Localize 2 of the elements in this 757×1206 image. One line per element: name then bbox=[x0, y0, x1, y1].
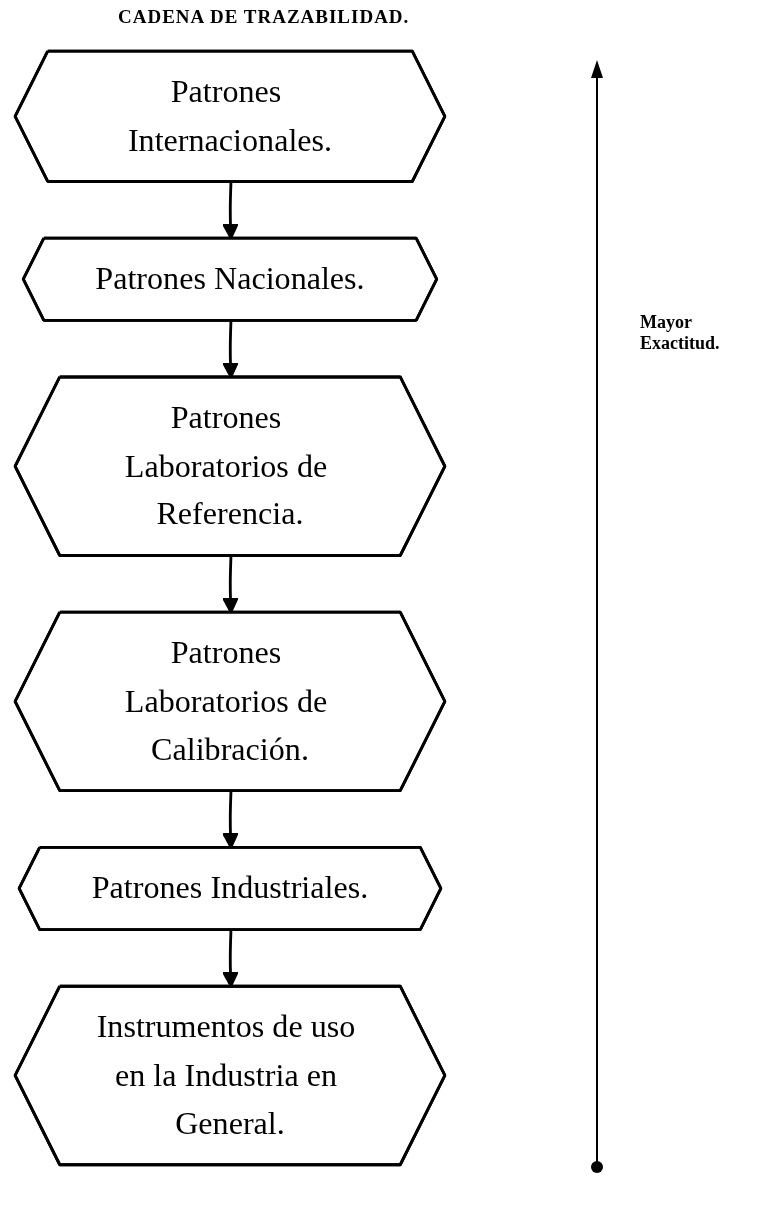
diagram-title: CADENA DE TRAZABILIDAD. bbox=[118, 6, 410, 28]
axis-label: Mayor Exactitud. bbox=[640, 312, 721, 354]
